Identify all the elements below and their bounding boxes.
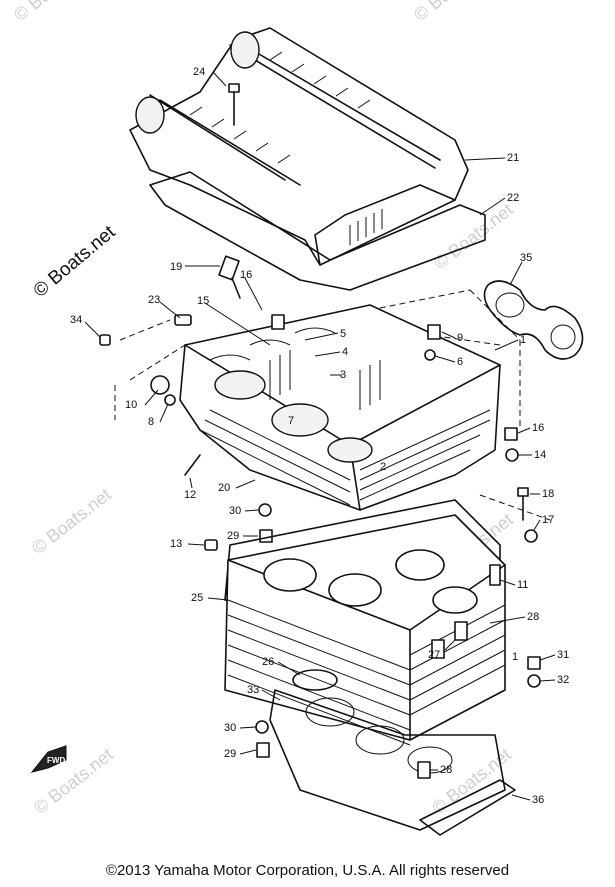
callout-30a: 30 (229, 505, 241, 517)
callout-2: 2 (380, 461, 386, 473)
callout-24: 24 (193, 66, 205, 78)
callout-14: 14 (534, 449, 546, 461)
callout-4: 4 (342, 346, 348, 358)
callout-26: 26 (262, 656, 274, 668)
valve-parts (150, 314, 519, 476)
spark-plug (218, 255, 241, 299)
callout-29a: 29 (227, 530, 239, 542)
callout-17: 17 (542, 514, 554, 526)
cam-cover (129, 27, 469, 266)
watermark-faint-4: © Boats.net (28, 484, 115, 558)
callout-33: 33 (247, 684, 259, 696)
watermark-faint-1: © Boats.net (10, 0, 97, 25)
callout-16a: 16 (240, 269, 252, 281)
forward-arrow-icon: FWD (30, 745, 67, 773)
cylinder-head (179, 304, 501, 511)
callout-36: 36 (532, 794, 544, 806)
callout-21: 21 (507, 152, 519, 164)
callout-1: 1 (520, 334, 526, 346)
leader-lines (84, 71, 556, 801)
cylinder-block (224, 514, 506, 746)
callout-29b: 29 (224, 748, 236, 760)
dowel-29-lower (256, 742, 270, 758)
dowel-28-lower (417, 761, 431, 779)
copyright-footer: ©2013 Yamaha Motor Corporation, U.S.A. A… (105, 862, 510, 879)
callout-34: 34 (70, 314, 82, 326)
callout-19: 19 (170, 261, 182, 273)
callout-28b: 28 (440, 764, 452, 776)
forward-label: FWD (47, 756, 65, 765)
dowel-30-lower (255, 720, 269, 734)
callout-12: 12 (184, 489, 196, 501)
gasket-36 (419, 779, 516, 836)
callout-35: 35 (520, 252, 532, 264)
callout-13: 13 (170, 538, 182, 550)
assembly-lines (114, 289, 551, 521)
watermark-primary: © Boats.net (30, 221, 120, 302)
plug-13 (204, 539, 218, 551)
manifold-gasket (483, 280, 584, 360)
callout-3: 3 (340, 369, 346, 381)
bolt-18 (517, 487, 529, 521)
callout-5: 5 (340, 328, 346, 340)
cover-gasket (149, 171, 486, 291)
callout-32: 32 (557, 674, 569, 686)
dowel-29-upper (259, 529, 273, 543)
callout-22: 22 (507, 192, 519, 204)
callout-10: 10 (125, 399, 137, 411)
cover-bolt (228, 83, 240, 126)
washer-32 (527, 674, 541, 688)
callout-7: 7 (288, 415, 294, 427)
base-gasket (269, 689, 506, 831)
callout-1b: 1 (512, 651, 518, 663)
callout-15: 15 (197, 295, 209, 307)
watermark-faint-2: © Boats.net (410, 0, 497, 25)
callout-8: 8 (148, 416, 154, 428)
o-ring-26 (292, 669, 338, 691)
plug-34 (99, 334, 111, 346)
callout-11: 11 (517, 579, 528, 591)
callout-18: 18 (542, 488, 554, 500)
callout-31: 31 (557, 649, 569, 661)
watermark-faint-6: © Boats.net (30, 744, 117, 818)
callout-27: 27 (428, 649, 440, 661)
nut-31 (527, 656, 541, 670)
callout-20: 20 (218, 482, 230, 494)
callout-9: 9 (457, 332, 463, 344)
callout-numbers: 24 21 22 35 19 16 23 15 34 5 4 9 6 1 3 1… (70, 66, 569, 806)
callout-28a: 28 (527, 611, 539, 623)
callout-16b: 16 (532, 422, 544, 434)
callout-30b: 30 (224, 722, 236, 734)
callout-25: 25 (191, 592, 203, 604)
dowel-30-upper (258, 503, 272, 517)
callout-23: 23 (148, 294, 160, 306)
washer-17 (524, 529, 538, 543)
callout-6a: 6 (457, 356, 463, 368)
